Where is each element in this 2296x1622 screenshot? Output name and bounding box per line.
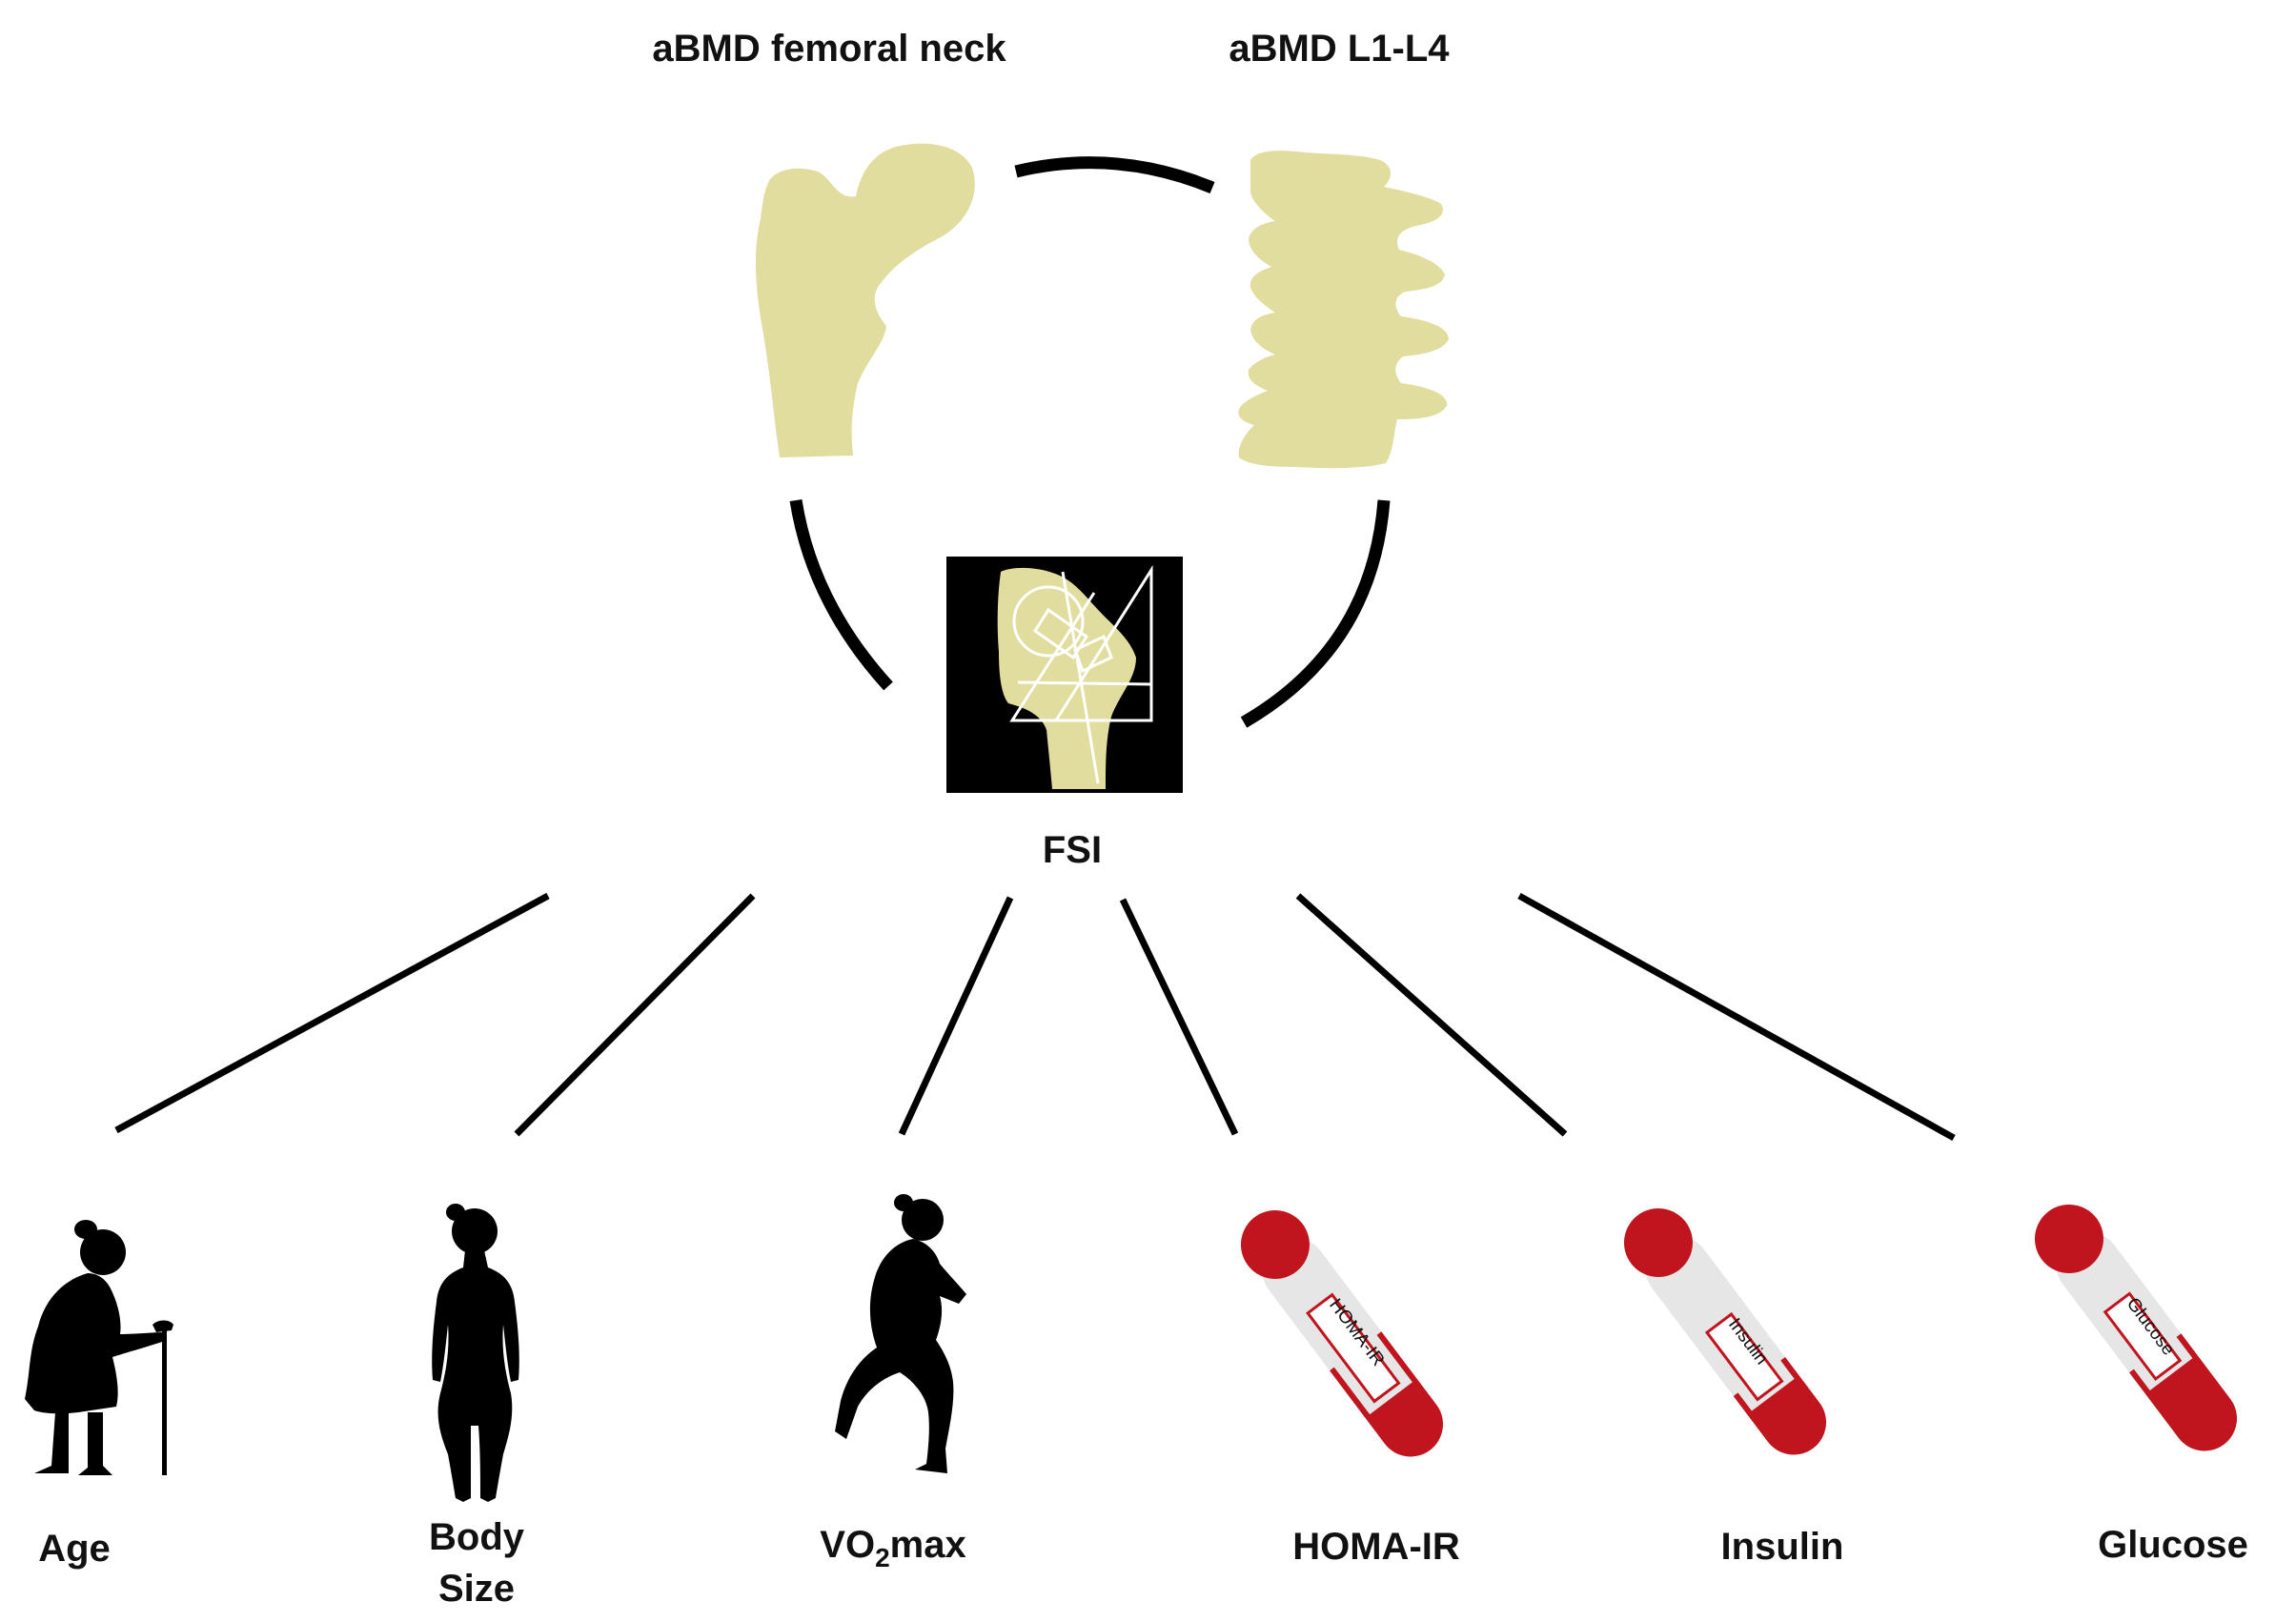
fsi-label: FSI bbox=[1043, 829, 1102, 871]
size-label: Size bbox=[438, 1568, 515, 1610]
blood-tube-homa-ir-icon: HOMA-IR bbox=[1240, 1209, 1444, 1457]
femur-bone-icon bbox=[755, 143, 975, 458]
vo2max-label-subscript: 2 bbox=[875, 1543, 890, 1572]
line-to-homa-ir bbox=[1119, 898, 1239, 1136]
arc-femur-to-spine bbox=[1014, 156, 1215, 194]
elderly-person-with-cane-icon bbox=[25, 1220, 173, 1475]
arc-femur-to-fsi bbox=[789, 498, 893, 691]
glucose-label: Glucose bbox=[2098, 1524, 2248, 1566]
line-to-age bbox=[114, 892, 550, 1134]
lumbar-spine-label: aBMD L1-L4 bbox=[1229, 28, 1450, 70]
blood-tube-insulin-icon: Insulin bbox=[1623, 1207, 1827, 1455]
arc-spine-to-fsi bbox=[1240, 499, 1391, 728]
factor-connection-lines bbox=[114, 892, 1956, 1142]
line-to-glucose bbox=[1517, 892, 1956, 1142]
vo2max-label-vo: VO bbox=[820, 1524, 875, 1566]
blood-tube-glucose-icon: Glucose bbox=[2034, 1204, 2238, 1451]
age-label: Age bbox=[38, 1528, 111, 1570]
standing-woman-icon bbox=[432, 1204, 519, 1502]
line-to-body-size bbox=[514, 893, 756, 1137]
body-label: Body bbox=[429, 1516, 525, 1558]
running-woman-icon bbox=[835, 1194, 966, 1473]
hip-geometry-icon bbox=[946, 557, 1183, 793]
vo2max-label-max: max bbox=[890, 1524, 966, 1566]
lumbar-spine-icon bbox=[1238, 151, 1449, 469]
homa-ir-label: HOMA-IR bbox=[1292, 1526, 1460, 1568]
line-to-vo2max bbox=[898, 896, 1014, 1136]
femoral-neck-label: aBMD femoral neck bbox=[652, 28, 1006, 70]
line-to-insulin bbox=[1295, 893, 1568, 1137]
insulin-label: Insulin bbox=[1721, 1526, 1844, 1568]
vo2max-label: VO2max bbox=[820, 1524, 965, 1572]
bone-connection-arcs bbox=[789, 156, 1391, 728]
